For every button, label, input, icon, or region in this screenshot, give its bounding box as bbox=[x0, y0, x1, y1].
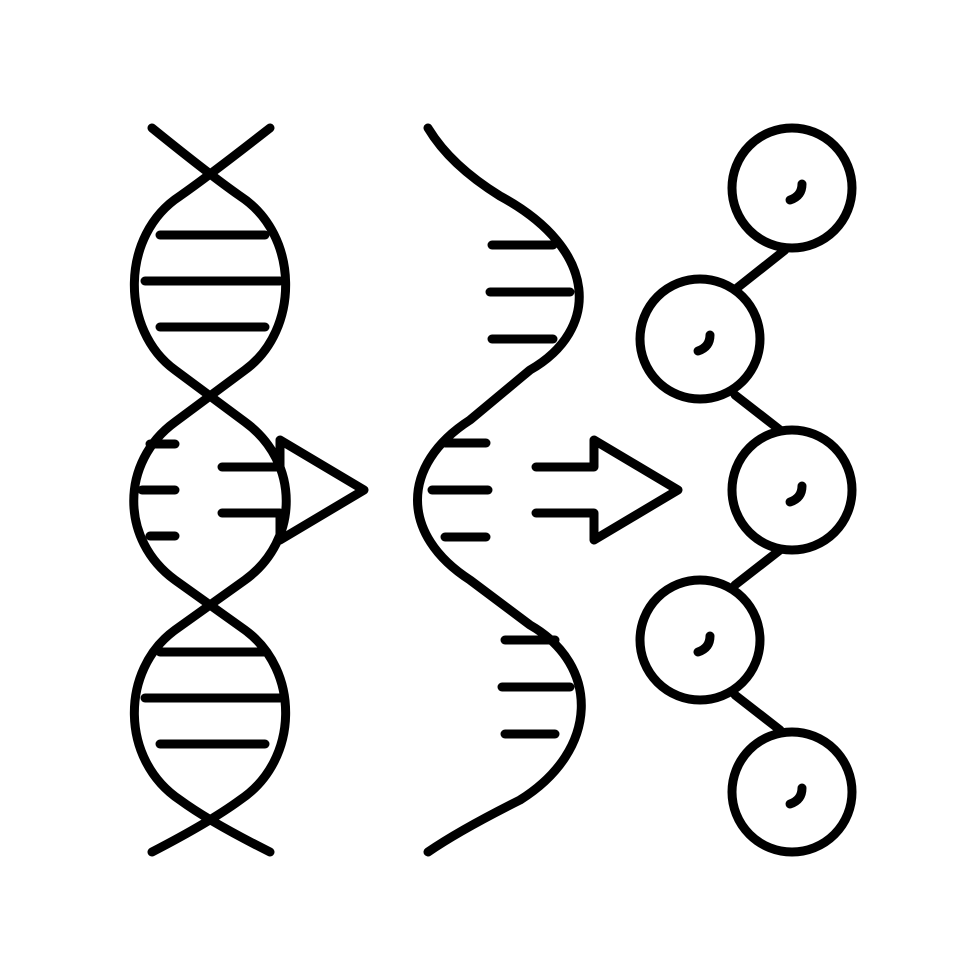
amino-acid-highlight bbox=[693, 330, 715, 356]
amino-acid-highlight bbox=[693, 631, 715, 657]
arrow-right-icon bbox=[531, 435, 683, 545]
amino-acid-highlight bbox=[785, 783, 807, 809]
amino-acid-circle bbox=[635, 274, 765, 404]
chain-link bbox=[730, 390, 785, 435]
chain-link bbox=[730, 545, 785, 590]
dna-double-helix-icon bbox=[129, 123, 291, 857]
rna-single-strand-icon bbox=[413, 123, 586, 857]
amino-acid-circle bbox=[727, 123, 857, 253]
rna-strand bbox=[413, 123, 586, 857]
dna-strand-a bbox=[129, 123, 291, 857]
amino-acid-highlight bbox=[785, 481, 807, 507]
arrow-right-icon bbox=[217, 435, 369, 545]
amino-acid-circle bbox=[635, 575, 765, 705]
amino-acid-highlight bbox=[785, 179, 807, 205]
protein-chain-icon bbox=[635, 123, 857, 857]
chain-link bbox=[732, 245, 790, 293]
amino-acid-circle bbox=[727, 727, 857, 857]
dna-strand-b bbox=[129, 123, 291, 857]
chain-link bbox=[730, 690, 785, 735]
amino-acid-circle bbox=[727, 425, 857, 555]
